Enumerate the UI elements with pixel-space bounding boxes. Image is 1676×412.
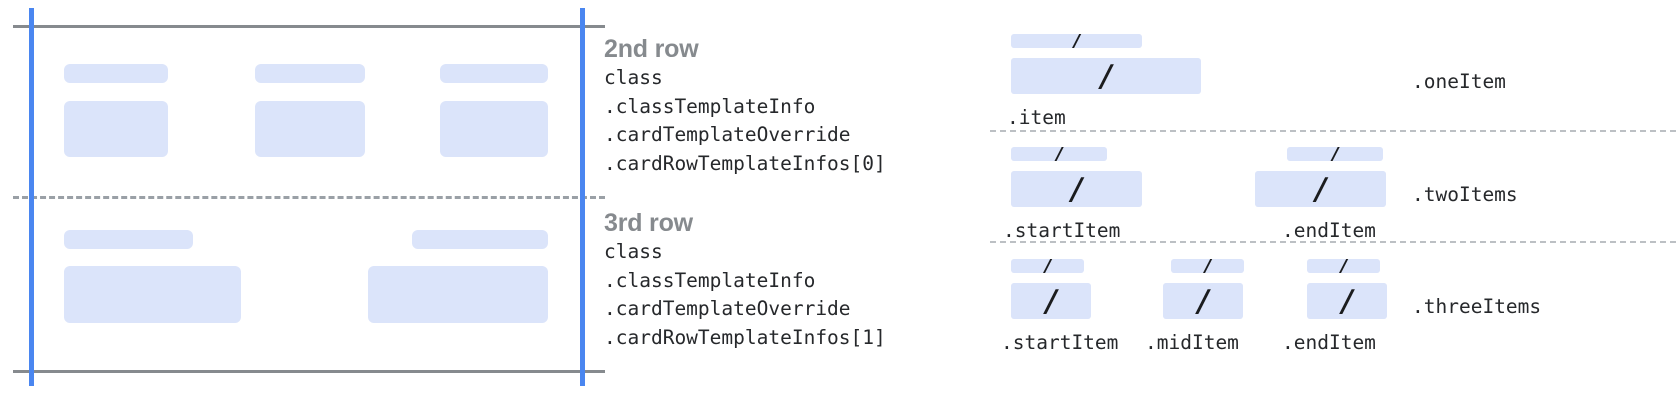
annotation-block-3rd-row: 3rd row class .classTemplateInfo .cardTe… (604, 208, 886, 352)
slash-glyph: / (1197, 283, 1209, 319)
specimen-label-bar: / (1307, 259, 1380, 273)
specimen-group-name: .threeItems (1412, 295, 1542, 318)
item-layout-specimens: / / .item .oneItem / / .startItem / / (975, 0, 1676, 412)
row-2-cell-1-body-box (64, 101, 168, 157)
slash-glyph: / (1073, 34, 1080, 48)
slash-glyph: / (1045, 283, 1057, 319)
annotation-title: 2nd row (604, 35, 699, 63)
specimen-group-divider (990, 130, 1676, 132)
annotation-code-line: class (604, 240, 663, 263)
left-vertical-guide (29, 8, 34, 386)
specimen-body-box: / (1163, 283, 1243, 319)
row-3-cell-2-label-bar (412, 230, 548, 249)
row-2-cell-2-label-bar (255, 64, 365, 83)
row-3-cell-2-body-box (368, 266, 548, 323)
annotation-block-2nd-row: 2nd row class .classTemplateInfo .cardTe… (604, 34, 886, 178)
top-boundary-rule (13, 25, 605, 28)
specimen-group-name: .twoItems (1412, 183, 1518, 206)
slash-glyph: / (1204, 259, 1211, 273)
specimen-group-one-item: / / .item .oneItem (975, 0, 1676, 132)
specimen-label-bar: / (1011, 147, 1107, 161)
slash-glyph: / (1044, 259, 1051, 273)
specimen-label-bar: / (1287, 147, 1383, 161)
slash-glyph: / (1331, 147, 1339, 161)
annotation-code-line: .classTemplateInfo (604, 268, 816, 292)
specimen-group-name: .oneItem (1412, 70, 1506, 93)
row-2-cell-3-body-box (440, 101, 548, 157)
specimen-label-bar: / (1011, 259, 1084, 273)
slash-glyph: / (1071, 171, 1082, 207)
row-divider-dashed (13, 196, 605, 199)
slash-glyph: / (1341, 283, 1353, 319)
slash-glyph: / (1100, 58, 1112, 94)
row-3-cell-1-label-bar (64, 230, 193, 249)
slash-glyph: / (1315, 171, 1326, 207)
right-vertical-guide (580, 8, 585, 386)
specimen-body-box: / (1307, 283, 1387, 319)
row-3-cell-1-body-box (64, 266, 241, 323)
specimen-item-label: .endItem (1282, 219, 1376, 242)
specimen-group-two-items: / / .startItem / / .endItem .twoItems (975, 133, 1676, 243)
specimen-item-label: .midItem (1145, 331, 1239, 354)
row-2-cell-2-body-box (255, 101, 365, 157)
slash-glyph: / (1340, 259, 1347, 273)
card-row-template-diagram (0, 0, 605, 412)
specimen-item-label: .item (1007, 106, 1066, 129)
specimen-group-divider (990, 241, 1676, 243)
specimen-label-bar: / (1011, 34, 1142, 48)
annotation-code-line: .cardTemplateOverride (604, 123, 851, 146)
annotation-title: 3rd row (604, 209, 693, 237)
specimen-body-box: / (1011, 171, 1142, 207)
bottom-boundary-rule (13, 370, 605, 373)
specimen-body-box: / (1255, 171, 1386, 207)
specimen-item-label: .startItem (1003, 219, 1121, 242)
specimen-label-bar: / (1171, 259, 1244, 273)
annotation-code-line: .cardTemplateOverride (604, 297, 851, 320)
row-2-cell-3-label-bar (440, 64, 548, 83)
specimen-group-three-items: / / .startItem / / .midItem / / .endItem… (975, 243, 1676, 363)
specimen-body-box: / (1011, 58, 1201, 94)
slash-glyph: / (1055, 147, 1063, 161)
specimen-item-label: .startItem (1001, 331, 1119, 354)
annotation-code-line: class (604, 66, 663, 89)
specimen-body-box: / (1011, 283, 1091, 319)
row-2-cell-1-label-bar (64, 64, 168, 83)
annotation-code-line: .cardRowTemplateInfos[1] (604, 325, 886, 349)
annotation-code-line: .classTemplateInfo (604, 94, 816, 118)
annotation-code-line: .cardRowTemplateInfos[0] (604, 151, 886, 175)
specimen-item-label: .endItem (1282, 331, 1376, 354)
